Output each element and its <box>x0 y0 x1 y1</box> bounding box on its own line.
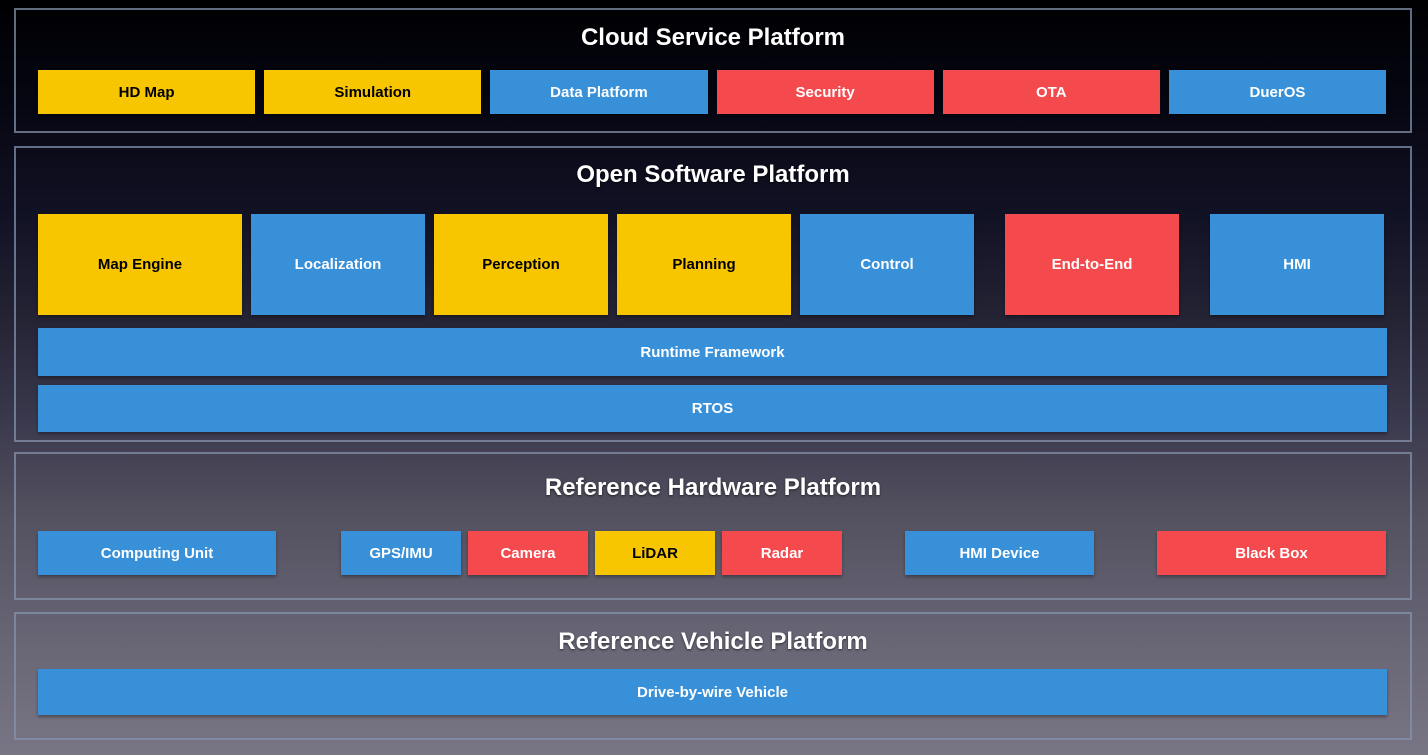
cloud-box-simulation: Simulation <box>264 70 482 114</box>
cloud-box-ota: OTA <box>942 70 1160 114</box>
module-hmi: HMI <box>1210 214 1384 315</box>
software-platform-title: Open Software Platform <box>576 161 850 188</box>
vehicle-platform-title: Reference Vehicle Platform <box>558 628 868 655</box>
software-modules-row: Map Engine Localization Perception Plann… <box>38 214 1384 315</box>
module-planning: Planning <box>617 214 791 315</box>
cloud-box-hd-map: HD Map <box>38 70 256 114</box>
cloud-platform-title: Cloud Service Platform <box>580 24 846 51</box>
reference-hardware-platform-panel: Reference Hardware Platform Computing Un… <box>14 452 1412 600</box>
hardware-platform-title: Reference Hardware Platform <box>544 474 882 501</box>
reference-vehicle-platform-panel: Reference Vehicle Platform Drive-by-wire… <box>14 612 1412 740</box>
hardware-box-black-box: Black Box <box>1157 531 1386 575</box>
cloud-box-dueros: DuerOS <box>1168 70 1387 114</box>
hardware-box-hmi-device: HMI Device <box>905 531 1094 575</box>
cloud-box-data-platform: Data Platform <box>490 70 708 114</box>
module-end-to-end: End-to-End <box>1005 214 1179 315</box>
open-software-platform-panel: Open Software Platform Map Engine Locali… <box>14 146 1412 442</box>
module-perception: Perception <box>434 214 608 315</box>
hardware-box-computing-unit: Computing Unit <box>38 531 276 575</box>
cloud-services-row: HD Map Simulation Data Platform Security… <box>38 70 1387 114</box>
module-map-engine: Map Engine <box>38 214 242 315</box>
cloud-box-security: Security <box>716 70 934 114</box>
cloud-service-platform-panel: Cloud Service Platform HD Map Simulation… <box>14 8 1412 133</box>
module-control: Control <box>800 214 974 315</box>
runtime-framework-bar: Runtime Framework <box>38 328 1387 376</box>
hardware-box-camera: Camera <box>468 531 588 575</box>
drive-by-wire-vehicle-bar: Drive-by-wire Vehicle <box>38 669 1387 715</box>
hardware-box-gps-imu: GPS/IMU <box>341 531 461 575</box>
hardware-box-lidar: LiDAR <box>595 531 715 575</box>
rtos-bar: RTOS <box>38 385 1387 432</box>
module-localization: Localization <box>251 214 425 315</box>
hardware-box-radar: Radar <box>722 531 842 575</box>
